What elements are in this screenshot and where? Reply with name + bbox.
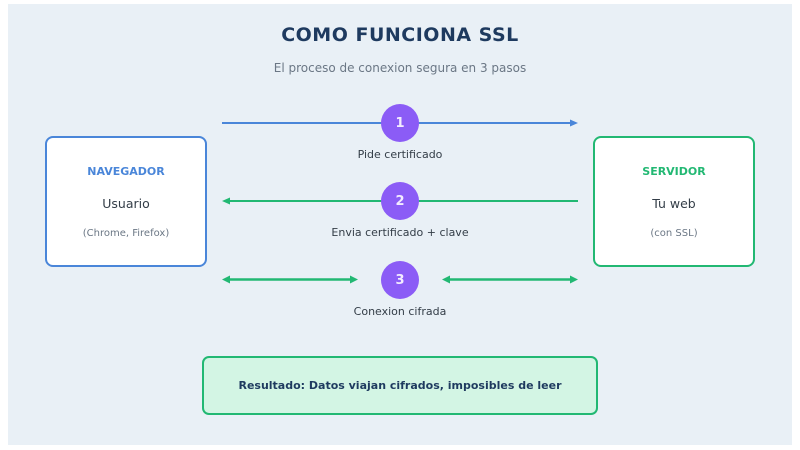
step-1-circle: 1 [381,104,419,142]
result-text: Resultado: Datos viajan cifrados, imposi… [238,379,562,392]
step-1-label: Pide certificado [357,148,443,161]
client-node-browser: NAVEGADOR Usuario (Chrome, Firefox) [45,136,207,267]
server-detail: (con SSL) [650,228,698,239]
diagram-title: COMO FUNCIONA SSL [281,24,519,46]
client-heading: NAVEGADOR [87,165,165,178]
step-3-circle: 3 [381,261,419,299]
client-name: Usuario [102,196,150,211]
server-name: Tu web [652,196,696,211]
result-box: Resultado: Datos viajan cifrados, imposi… [202,356,598,415]
client-detail: (Chrome, Firefox) [82,228,170,239]
step-3-label: Conexion cifrada [353,305,447,318]
step-2-label: Envia certificado + clave [331,226,469,239]
diagram-subtitle: El proceso de conexion segura en 3 pasos [273,61,527,75]
step-2-circle: 2 [381,182,419,220]
server-heading: SERVIDOR [642,165,706,178]
server-node: SERVIDOR Tu web (con SSL) [593,136,755,267]
